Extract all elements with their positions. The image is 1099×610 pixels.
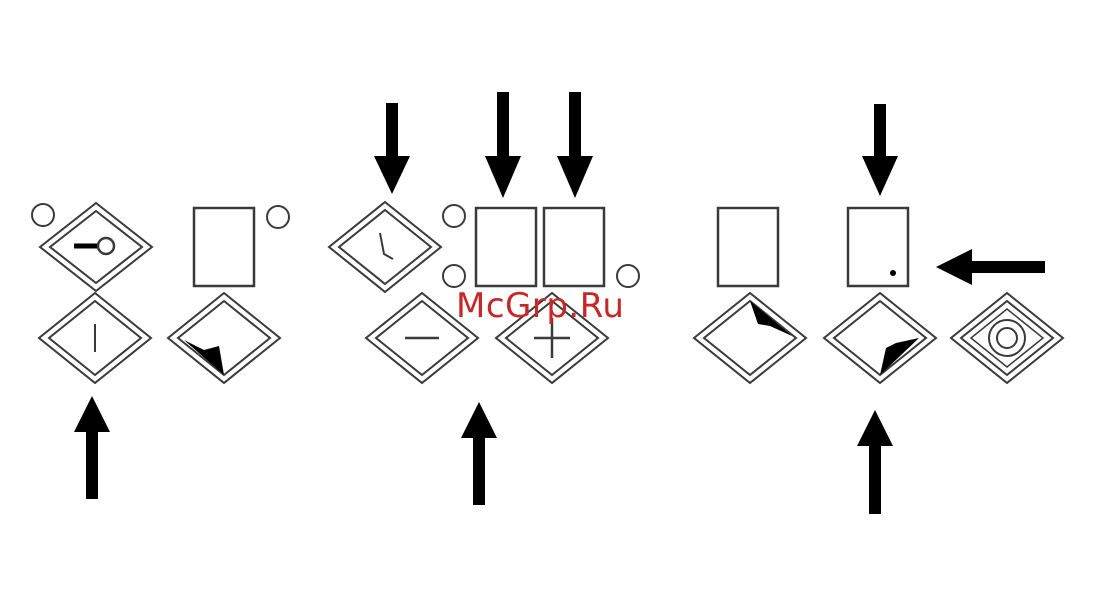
watermark: McGrp.Ru [456, 286, 624, 326]
